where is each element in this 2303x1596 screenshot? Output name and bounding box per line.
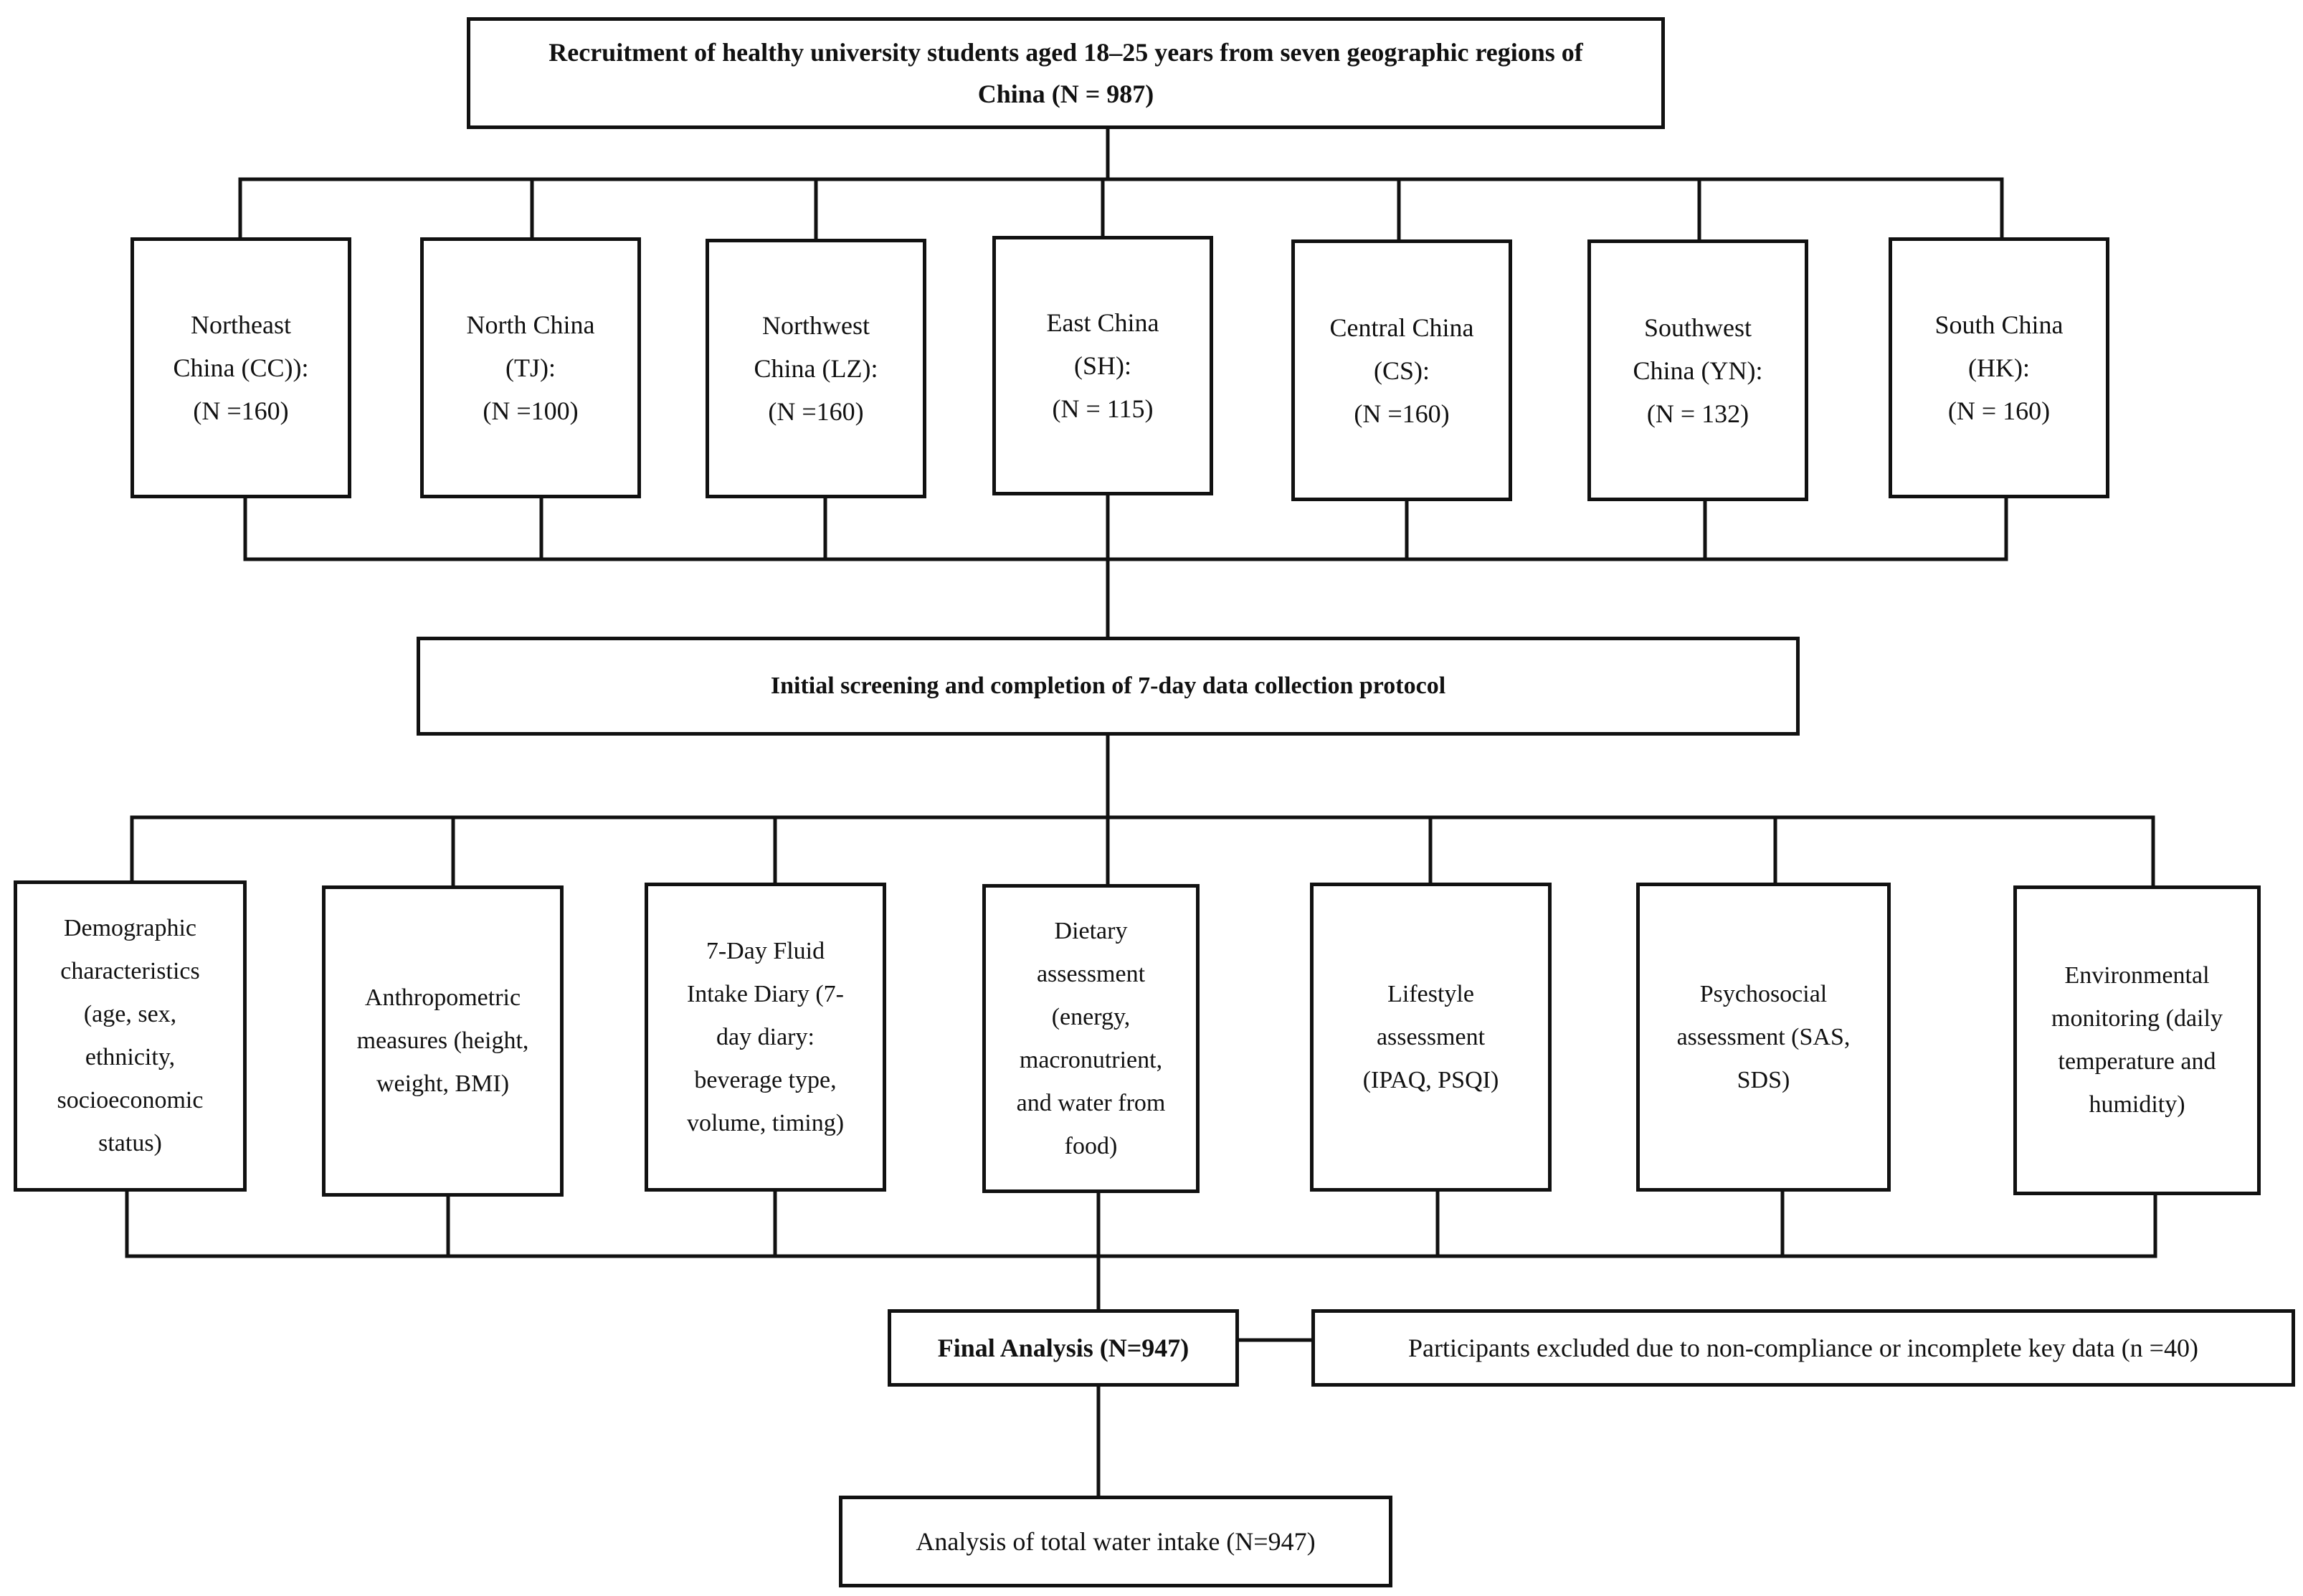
category-text: assessment (SAS, [1676,1023,1851,1050]
region-text: (N = 115) [1052,394,1154,423]
region-text: China (CC)): [173,353,309,382]
category-box-lifestyle: Lifestyle assessment (IPAQ, PSQI) [1310,883,1552,1192]
region-text: (N =100) [483,396,579,425]
excluded-label: Participants excluded due to non-complia… [1408,1334,2198,1362]
region-text: (SH): [1073,351,1131,380]
region-box-east: East China (SH): (N = 115) [992,236,1213,495]
category-text: ethnicity, [85,1044,176,1070]
category-text: monitoring (daily [2051,1005,2223,1032]
recruitment-box: Recruitment of healthy university studen… [467,17,1665,129]
region-text: (N =160) [768,397,864,426]
category-text: day diary: [716,1023,815,1050]
category-text: (IPAQ, PSQI) [1362,1066,1499,1093]
region-text: Southwest [1643,313,1752,342]
region-text: Northeast [191,310,291,339]
category-box-psychosocial: Psychosocial assessment (SAS, SDS) [1636,883,1891,1192]
category-text: volume, timing) [686,1109,845,1136]
category-text: Psychosocial [1699,980,1828,1007]
region-text: East China [1046,308,1159,337]
category-text: status) [98,1130,162,1156]
region-text: South China [1934,310,2064,339]
region-box-central: Central China (CS): (N =160) [1291,239,1512,501]
recruitment-line-2: China (N = 987) [977,80,1154,108]
final-analysis-label: Final Analysis (N=947) [937,1334,1190,1362]
region-box-south: South China (HK): (N = 160) [1889,237,2109,498]
category-text: assessment [1036,960,1146,987]
region-box-northwest: Northwest China (LZ): (N =160) [706,239,926,498]
region-text: North China [466,310,595,339]
outcome-box: Analysis of total water intake (N=947) [839,1496,1392,1587]
region-text: China (LZ): [754,354,878,383]
category-text: Demographic [63,915,197,941]
region-text: (N =160) [193,396,289,425]
category-text: Lifestyle [1387,980,1474,1007]
region-box-southwest: Southwest China (YN): (N = 132) [1587,239,1808,501]
category-box-demographic: Demographic characteristics (age, sex, e… [14,880,247,1192]
region-text: Central China [1329,313,1474,342]
category-text: macronutrient, [1019,1046,1163,1073]
category-text: SDS) [1737,1066,1790,1093]
category-text: temperature and [2058,1048,2216,1075]
category-box-fluid-diary: 7-Day Fluid Intake Diary (7- day diary: … [645,883,886,1192]
region-text: (N =160) [1354,399,1450,428]
region-box-northeast: Northeast China (CC)): (N =160) [130,237,351,498]
category-text: 7-Day Fluid [706,937,825,964]
region-text: (HK): [1968,353,2030,382]
category-text: (energy, [1051,1003,1131,1030]
outcome-label: Analysis of total water intake (N=947) [916,1527,1316,1556]
category-text: Intake Diary (7- [686,980,844,1007]
region-text: (CS): [1373,356,1430,385]
region-text: China (YN): [1633,356,1763,385]
category-text: characteristics [60,958,200,984]
category-box-dietary: Dietary assessment (energy, macronutrien… [982,884,1200,1193]
excluded-box: Participants excluded due to non-complia… [1311,1309,2295,1387]
final-analysis-box: Final Analysis (N=947) [888,1309,1239,1387]
category-text: socioeconomic [57,1087,204,1113]
category-text: and water from [1016,1089,1166,1116]
region-text: Northwest [762,311,870,340]
region-text: (N = 160) [1947,396,2051,425]
category-text: Anthropometric [364,984,521,1011]
category-text: Dietary [1054,917,1128,944]
region-text: (TJ): [505,353,556,382]
category-text: humidity) [2089,1091,2185,1118]
region-text: (N = 132) [1646,399,1749,428]
category-text: (age, sex, [83,1001,177,1027]
screening-box: Initial screening and completion of 7-da… [417,637,1800,736]
category-text: beverage type, [694,1066,837,1093]
category-text: food) [1064,1132,1118,1159]
category-text: Environmental [2064,962,2210,989]
category-text: assessment [1376,1023,1486,1050]
screening-label: Initial screening and completion of 7-da… [770,673,1446,699]
recruitment-line-1: Recruitment of healthy university studen… [549,38,1583,67]
region-box-north: North China (TJ): (N =100) [420,237,641,498]
category-box-anthropometric: Anthropometric measures (height, weight,… [322,885,564,1197]
category-box-environmental: Environmental monitoring (daily temperat… [2013,885,2261,1195]
category-text: weight, BMI) [376,1070,510,1097]
category-text: measures (height, [356,1027,529,1054]
